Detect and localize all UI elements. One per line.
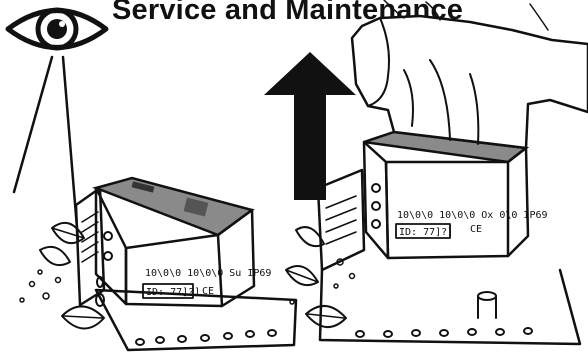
left-sensor-box: 10\0\0 10\0\0 Su IP69 ID: 77]?] CE [96, 178, 271, 306]
right-ce-mark: CE [470, 224, 482, 235]
left-label-line: 10\0\0 10\0\0 Su IP69 [145, 268, 271, 279]
left-leaf-icon [40, 223, 104, 329]
left-bracket-bolts [136, 330, 276, 345]
right-bracket-bolts [356, 328, 532, 337]
left-label-plate: 10\0\0 10\0\0 Su IP69 ID: 77]?] CE [143, 268, 271, 298]
left-ce-mark: CE [202, 286, 214, 297]
hand-icon [352, 0, 588, 148]
left-id-text: ID: 77]?] [146, 287, 200, 298]
left-debris [20, 270, 61, 302]
sight-lines [14, 57, 78, 240]
right-id-text: ID: 77]?] [399, 227, 453, 238]
eye-icon [8, 10, 106, 48]
right-label-plate: 10\0\0 10\0\0 Ox 0\0 IP69 ID: 77]?] CE [396, 210, 548, 238]
right-label-line: 10\0\0 10\0\0 Ox 0\0 IP69 [397, 210, 548, 221]
right-sensor-box: 10\0\0 10\0\0 Ox 0\0 IP69 ID: 77]?] CE [364, 132, 548, 258]
